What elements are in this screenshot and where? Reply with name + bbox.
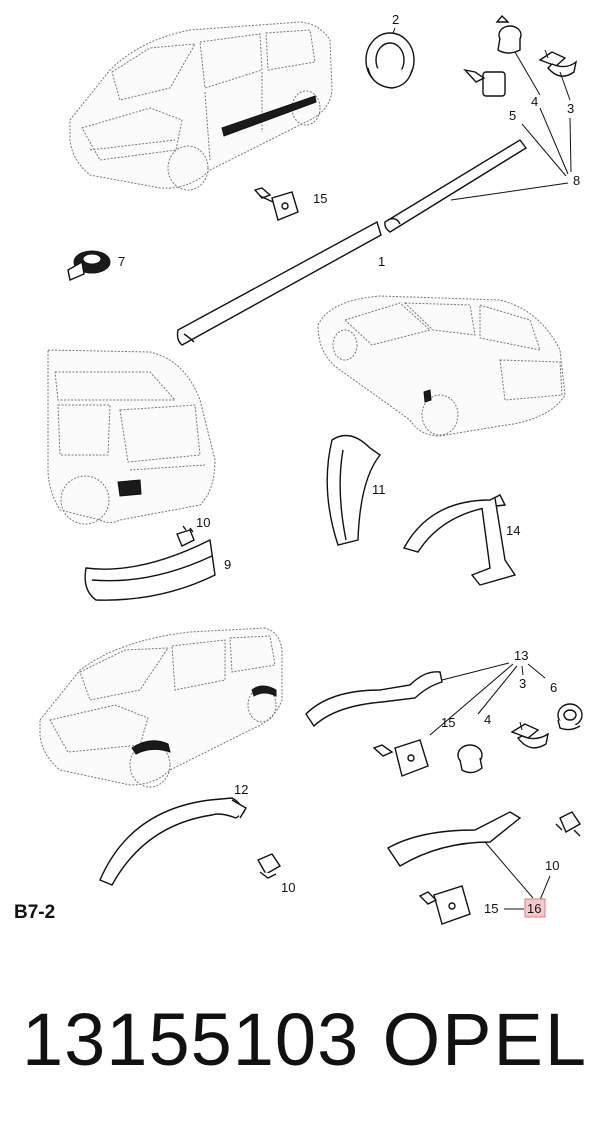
highlight-box <box>524 898 546 918</box>
clip-plate-part <box>463 68 506 97</box>
callout-5: 5 <box>509 108 516 123</box>
callout-15-top: 15 <box>313 191 327 206</box>
clip-screw-mid-part <box>510 721 550 749</box>
parts-diagram: 2 4 3 5 8 1 15 7 <box>39 12 583 925</box>
screw-plate-lower-part <box>418 885 471 925</box>
callout-3: 3 <box>567 101 574 116</box>
tape-roll-part <box>67 250 111 281</box>
callout-12: 12 <box>234 782 248 797</box>
footer: 13155103 OPEL <box>0 990 600 1090</box>
clip-lower-left-part <box>257 853 281 879</box>
clip-lower-right-part <box>555 811 581 837</box>
callout-4-mid: 4 <box>484 712 491 727</box>
callout-4: 4 <box>531 94 538 109</box>
wheel-arch-front-part <box>326 434 382 546</box>
screw-plate-mid-part <box>372 739 429 777</box>
callout-14: 14 <box>506 523 520 538</box>
callout-15-lower: 15 <box>484 901 498 916</box>
bumper-trim-part <box>84 538 216 601</box>
callout-16: 16 <box>527 901 541 916</box>
clip-push-part <box>495 14 522 54</box>
callout-3-mid: 3 <box>519 676 526 691</box>
callout-10-lower-right: 10 <box>545 858 559 873</box>
callout-1: 1 <box>378 254 385 269</box>
screw-plate-part <box>253 187 299 221</box>
clip-small-part <box>176 525 195 547</box>
clip-push-mid-part <box>457 744 483 774</box>
car-zafira-rear-icon <box>47 349 216 525</box>
callout-11: 11 <box>372 482 386 497</box>
callout-10-lower-left: 10 <box>281 880 295 895</box>
grommet-part <box>365 32 415 89</box>
side-moulding-part <box>176 139 528 346</box>
car-zafira-bottom-icon <box>39 627 283 788</box>
clip-round-part <box>557 703 583 731</box>
wheel-arch-rear-part <box>402 494 517 586</box>
callout-15-mid: 15 <box>441 715 455 730</box>
clip-screw-part <box>538 49 578 77</box>
callout-8: 8 <box>573 173 580 188</box>
callout-2: 2 <box>392 12 399 27</box>
arch-moulding-part <box>305 671 443 728</box>
callout-10-mid: 10 <box>196 515 210 530</box>
car-zafira-top-icon <box>69 21 333 191</box>
callout-9: 9 <box>224 557 231 572</box>
highlighted-moulding-part <box>386 811 522 867</box>
callout-7: 7 <box>118 254 125 269</box>
part-number: 13155103 <box>22 998 360 1081</box>
car-astra-icon <box>317 295 566 437</box>
callout-13: 13 <box>514 648 528 663</box>
brand-name: OPEL <box>382 998 588 1081</box>
section-code: B7-2 <box>14 902 56 923</box>
callout-6: 6 <box>550 680 557 695</box>
arch-trim-part <box>99 797 247 886</box>
